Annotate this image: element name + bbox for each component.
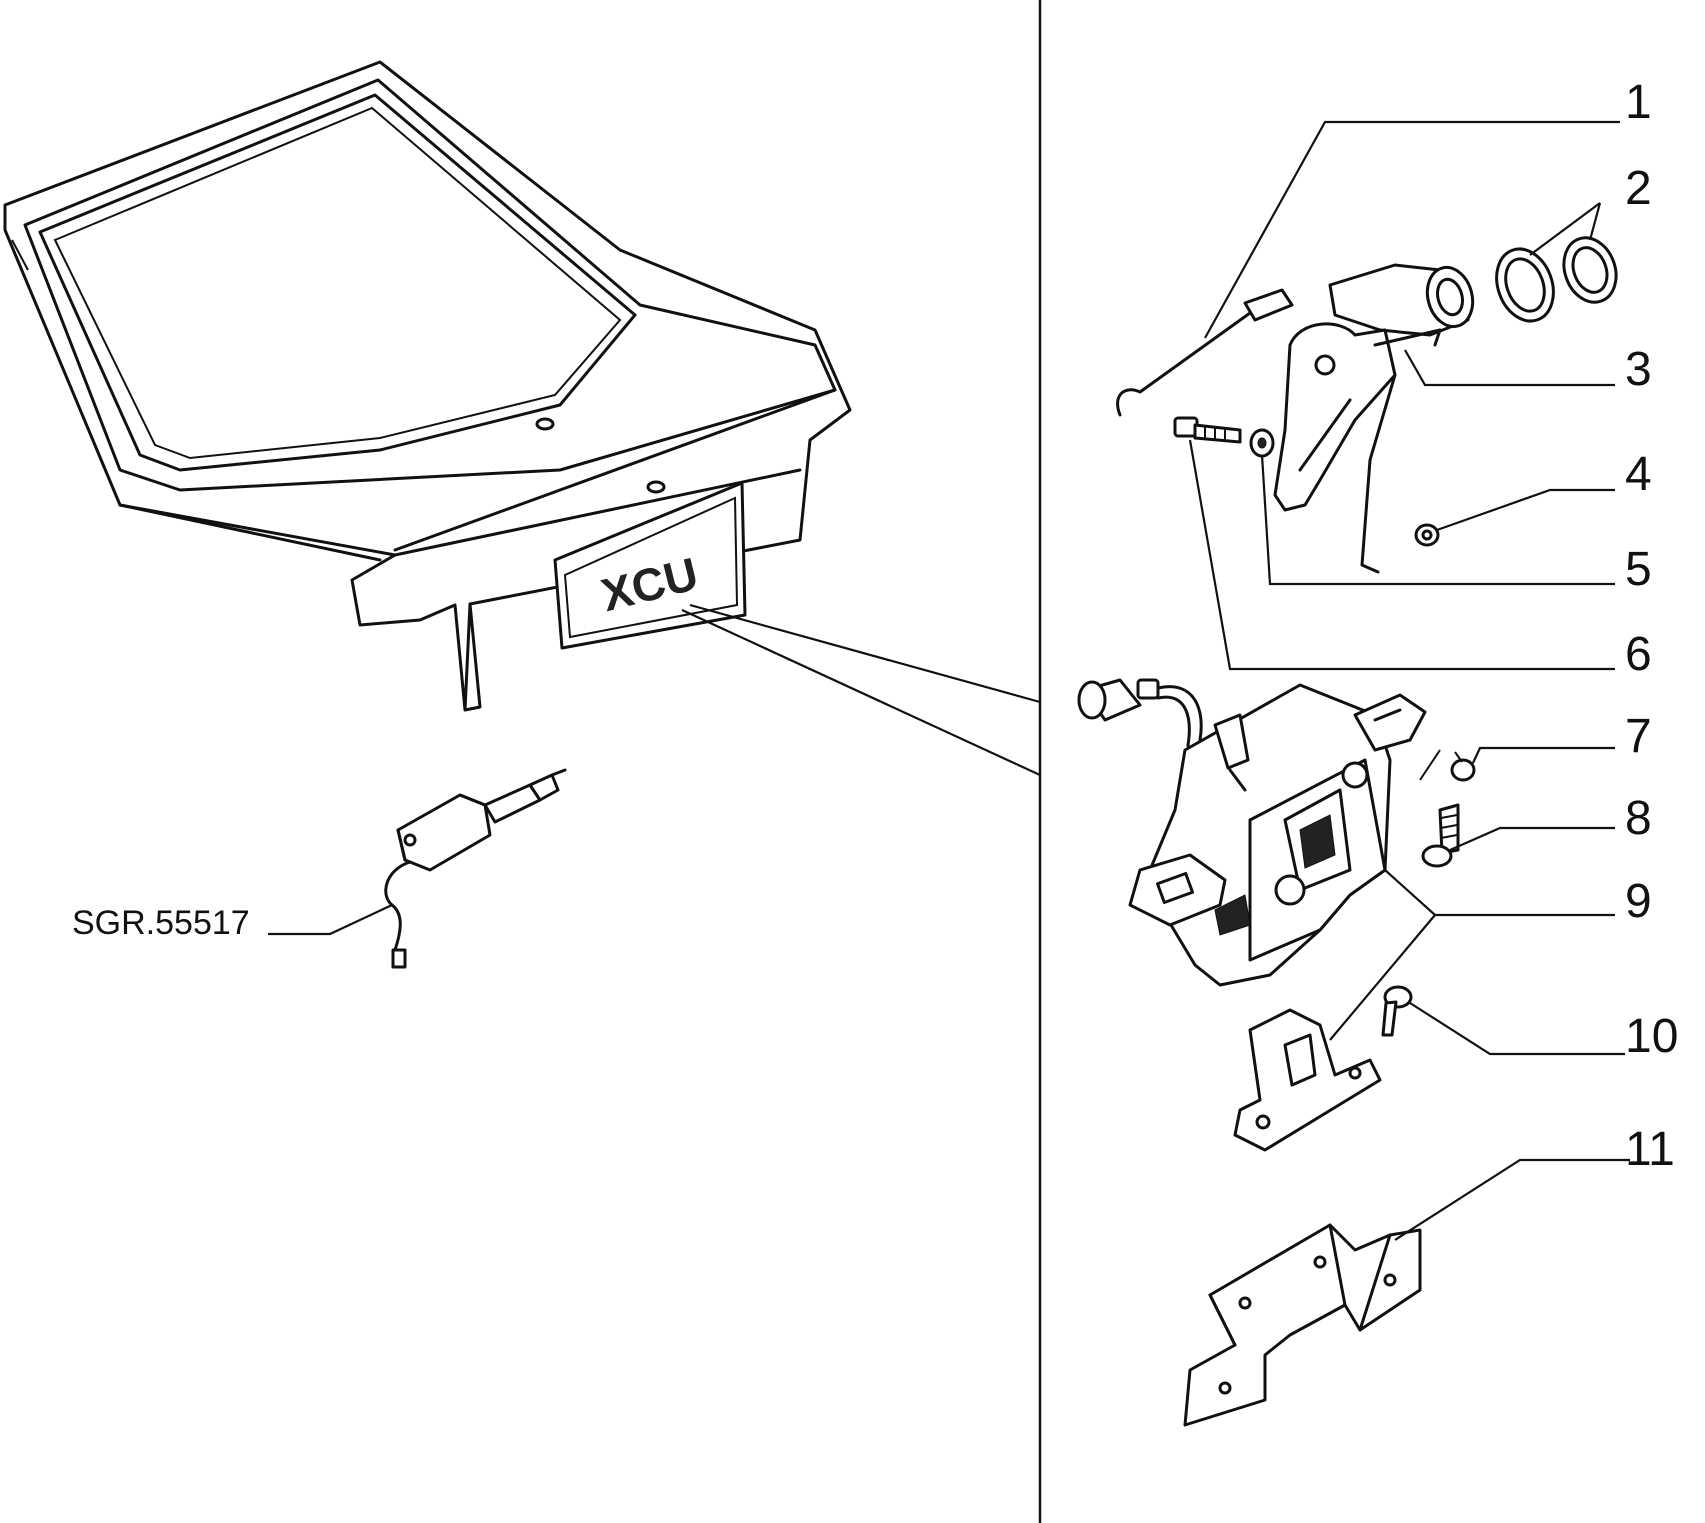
part-2-lock-cylinder xyxy=(1328,236,1618,337)
part-1-rod xyxy=(1116,288,1294,417)
connector-line-lower xyxy=(681,609,1041,776)
part-4-nut xyxy=(1414,523,1440,547)
callout-1: 1 xyxy=(1625,76,1652,129)
part-9-latch-assembly xyxy=(1077,678,1427,987)
actuator-drawing xyxy=(384,768,567,969)
callout-11: 11 xyxy=(1625,1123,1675,1176)
callout-6: 6 xyxy=(1625,628,1652,681)
callout-5: 5 xyxy=(1625,543,1652,596)
callout-4: 4 xyxy=(1625,448,1652,501)
reference-leader xyxy=(268,904,393,936)
tailgate-drawing: XCU xyxy=(3,60,852,712)
callout-leaders xyxy=(1188,120,1630,1241)
callout-8: 8 xyxy=(1625,792,1652,845)
callout-10: 10 xyxy=(1625,1010,1678,1063)
part-11-bracket xyxy=(1183,1223,1422,1427)
part-10-screw xyxy=(1381,985,1413,1037)
reference-code-label: SGR.55517 xyxy=(72,904,250,942)
part-9-striker xyxy=(1233,1008,1382,1152)
part-8-screw xyxy=(1421,803,1460,868)
callout-9: 9 xyxy=(1625,875,1652,928)
part-5-washer xyxy=(1249,428,1275,458)
part-3-lever-plate xyxy=(1273,322,1442,574)
part-6-bolt xyxy=(1173,416,1242,444)
callout-3: 3 xyxy=(1625,343,1652,396)
callout-7: 7 xyxy=(1625,710,1652,763)
connector-line-upper xyxy=(689,603,1041,704)
callout-2: 2 xyxy=(1625,162,1652,215)
part-7-nut xyxy=(1419,749,1476,782)
